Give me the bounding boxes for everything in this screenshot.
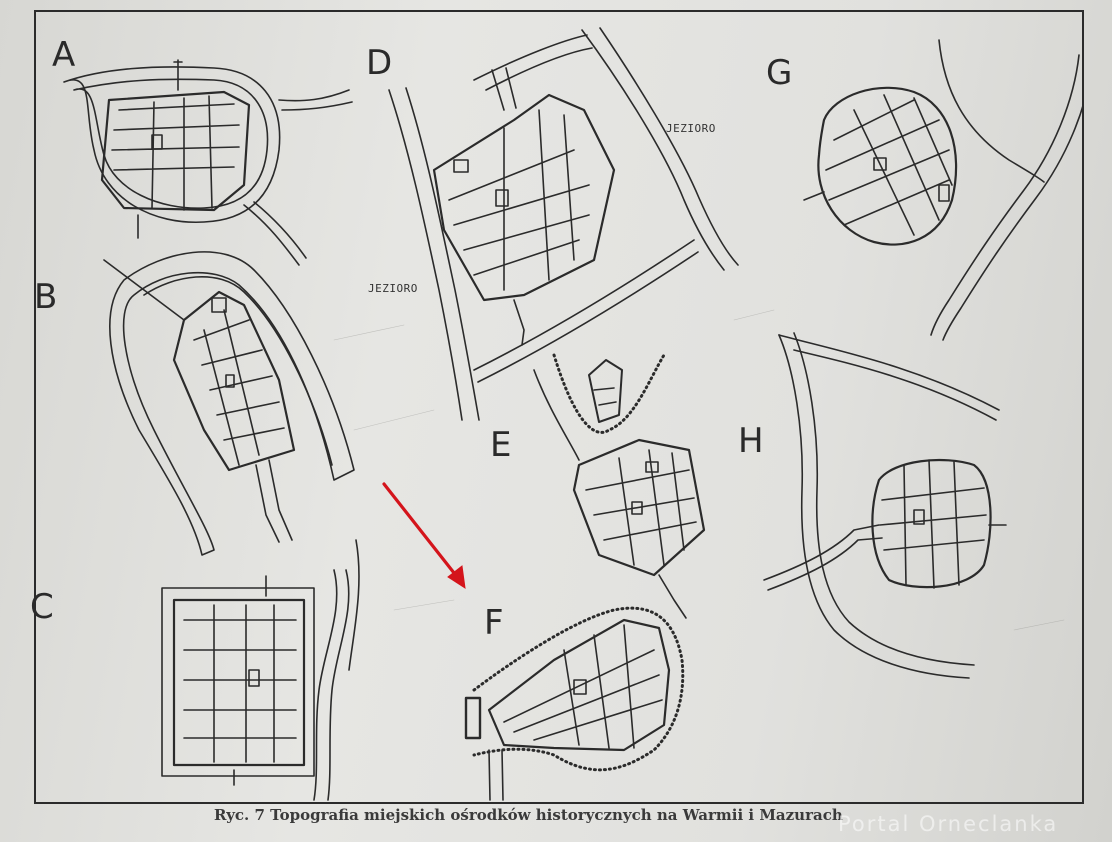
plan-e [533, 353, 706, 619]
plan-f [464, 606, 685, 801]
lake-label-west: JEZIORO [368, 282, 418, 295]
lake-label-east: JEZIORO [666, 122, 716, 135]
label-c: C [30, 587, 54, 627]
label-d: D [366, 43, 393, 83]
label-g: G [766, 53, 793, 93]
plan-h [763, 332, 1007, 679]
plan-c [161, 539, 360, 801]
watermark: Portal Orneclanka [838, 812, 1059, 836]
plan-a [63, 59, 353, 266]
plan-g [803, 39, 1084, 341]
town-plans-illustration [63, 27, 1084, 801]
label-b: B [34, 277, 58, 317]
plan-b [103, 251, 355, 556]
plan-d [388, 27, 739, 421]
label-e: E [490, 425, 512, 465]
label-h: H [738, 421, 764, 461]
label-a: A [52, 35, 76, 75]
figure-frame [34, 10, 1084, 804]
label-f: F [484, 603, 504, 643]
figure-caption: Ryc. 7 Topografia miejskich ośrodków his… [214, 806, 843, 824]
